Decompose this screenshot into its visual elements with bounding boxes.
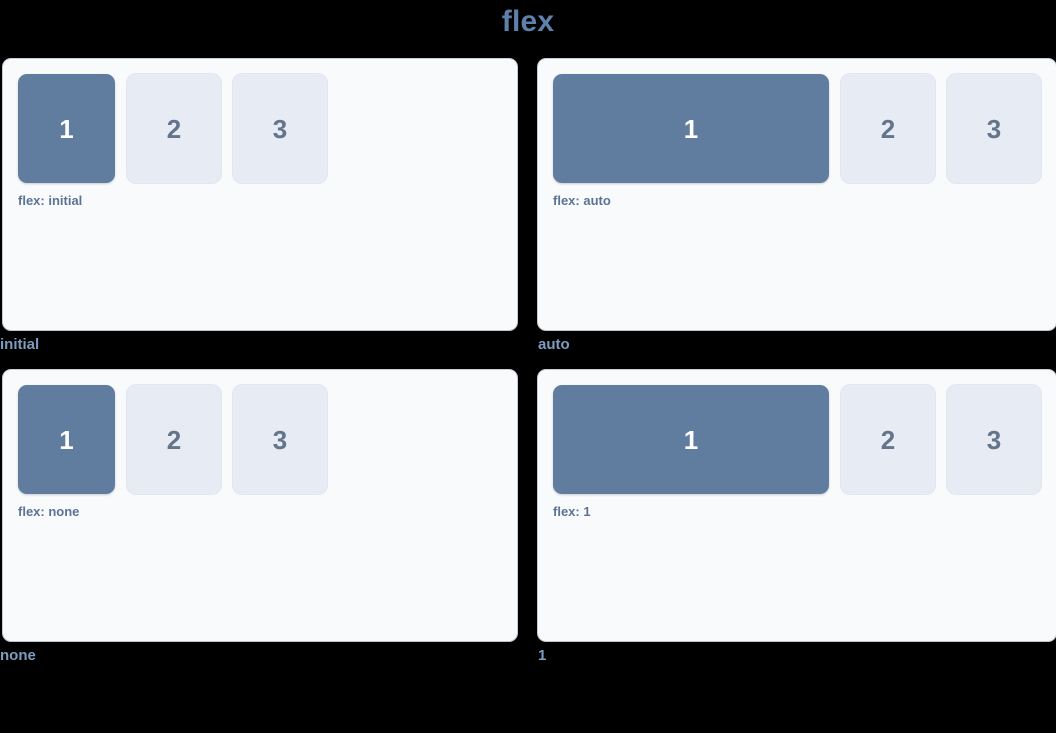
page-title: flex	[501, 5, 555, 38]
demo-cell-auto: 1 2 3 flex: auto auto	[538, 59, 1056, 354]
flex-container-auto: 1 2 3	[553, 74, 1041, 183]
flex-item-1: 1	[553, 74, 829, 183]
demo-cell-none: 1 2 3 flex: none none	[0, 370, 517, 665]
flex-item-3: 3	[233, 74, 327, 183]
flex-property-label: flex: none	[18, 504, 80, 519]
flex-property-label: flex: initial	[18, 193, 83, 208]
flex-item-3: 3	[947, 74, 1041, 183]
flex-item-1: 1	[553, 385, 829, 494]
demo-caption-one: 1	[538, 647, 547, 664]
flex-item-2: 2	[127, 385, 221, 494]
flex-item-1: 1	[18, 385, 115, 494]
flex-item-2: 2	[127, 74, 221, 183]
flex-item-1: 1	[18, 74, 115, 183]
flex-item-2: 2	[841, 385, 935, 494]
flex-property-label: flex: 1	[553, 504, 591, 519]
demo-caption-auto: auto	[538, 336, 570, 353]
flex-container-initial: 1 2 3	[18, 74, 502, 183]
flex-item-3: 3	[233, 385, 327, 494]
flex-container-none: 1 2 3	[18, 385, 502, 494]
demo-panel-auto: 1 2 3 flex: auto	[538, 59, 1056, 330]
demo-cell-initial: 1 2 3 flex: initial initial	[0, 59, 517, 354]
flex-item-3: 3	[947, 385, 1041, 494]
flex-item-2: 2	[841, 74, 935, 183]
demo-panel-initial: 1 2 3 flex: initial	[3, 59, 517, 330]
flex-container-one: 1 2 3	[553, 385, 1041, 494]
flex-property-label: flex: auto	[553, 193, 611, 208]
demo-cell-one: 1 2 3 flex: 1 1	[538, 370, 1056, 665]
demo-caption-initial: initial	[0, 336, 40, 353]
demo-caption-none: none	[0, 647, 36, 664]
demo-panel-none: 1 2 3 flex: none	[3, 370, 517, 641]
demo-panel-one: 1 2 3 flex: 1	[538, 370, 1056, 641]
flex-demo-grid: 1 2 3 flex: initial initial 1 2 3 flex: …	[0, 59, 1056, 665]
